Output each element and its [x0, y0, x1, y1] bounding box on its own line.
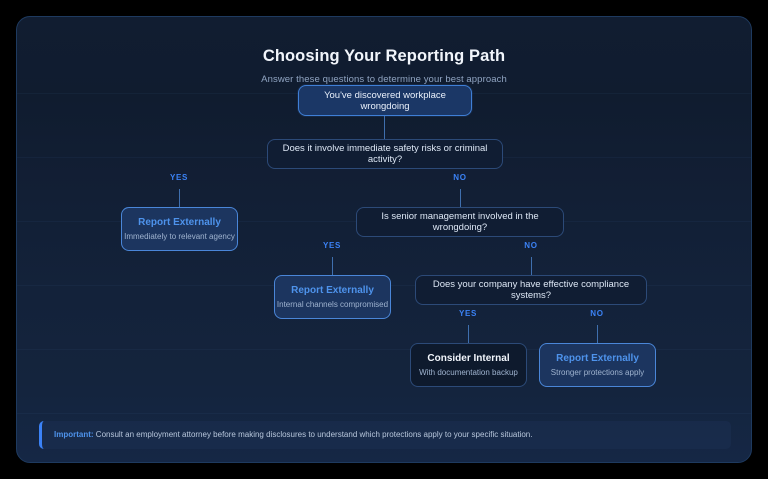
page-title: Choosing Your Reporting Path [262, 47, 506, 65]
header: Choosing Your Reporting Path Answer thes… [17, 47, 751, 85]
branch-label-q3-yes: YES [458, 309, 478, 318]
node-subtitle: With documentation backup [419, 368, 518, 377]
node-title: You've discovered workplace wrongdoing [324, 89, 446, 112]
flow-node-question-2[interactable]: Is senior management involved in the wro… [356, 207, 564, 237]
node-title: Report Externally [291, 285, 374, 296]
connector-q3-no [597, 325, 598, 343]
branch-label-q3-no: NO [590, 309, 604, 318]
node-title: Is senior management involved in the wro… [381, 211, 539, 233]
page-subtitle: Answer these questions to determine your… [261, 74, 507, 85]
node-title: Report Externally [138, 217, 221, 228]
branch-label-q2-yes: YES [322, 241, 342, 250]
important-note-banner: Important: Consult an employment attorne… [39, 421, 731, 449]
flow-node-start[interactable]: You've discovered workplace wrongdoing [298, 85, 472, 116]
connector-q3-yes [468, 325, 469, 343]
node-title: Does it involve immediate safety risks o… [282, 143, 488, 165]
node-title: Does your company have effective complia… [432, 279, 630, 301]
flow-node-outcome-consider-internal[interactable]: Consider Internal With documentation bac… [410, 343, 527, 387]
flow-node-outcome-report-externally-internal-compromised[interactable]: Report Externally Internal channels comp… [274, 275, 391, 319]
connector-q2-yes [332, 257, 333, 275]
connector-start-to-question-1 [384, 116, 385, 139]
background-band [17, 413, 751, 414]
connector-q2-no [531, 257, 532, 275]
connector-q1-yes [179, 189, 180, 207]
node-subtitle: Stronger protections apply [550, 368, 645, 377]
diagram-card: Choosing Your Reporting Path Answer thes… [16, 16, 752, 463]
node-title: Report Externally [556, 353, 639, 364]
important-note-label: Important: [54, 430, 94, 440]
flow-node-question-3[interactable]: Does your company have effective complia… [415, 275, 647, 305]
background-band [17, 349, 751, 350]
node-subtitle: Immediately to relevant agency [124, 232, 235, 241]
flow-node-question-1[interactable]: Does it involve immediate safety risks o… [267, 139, 503, 169]
connector-q1-no [460, 189, 461, 207]
important-note-body: Consult an employment attorney before ma… [93, 430, 533, 440]
branch-label-q1-yes: YES [169, 173, 189, 182]
branch-label-q2-no: NO [524, 241, 538, 250]
flow-node-outcome-report-externally-immediate[interactable]: Report Externally Immediately to relevan… [121, 207, 238, 251]
node-title: Consider Internal [427, 353, 510, 364]
branch-label-q1-no: NO [453, 173, 467, 182]
node-subtitle: Internal channels compromised [276, 300, 389, 309]
flow-node-outcome-report-externally-stronger-protections[interactable]: Report Externally Stronger protections a… [539, 343, 656, 387]
important-note-text: Important: Consult an employment attorne… [54, 430, 532, 440]
